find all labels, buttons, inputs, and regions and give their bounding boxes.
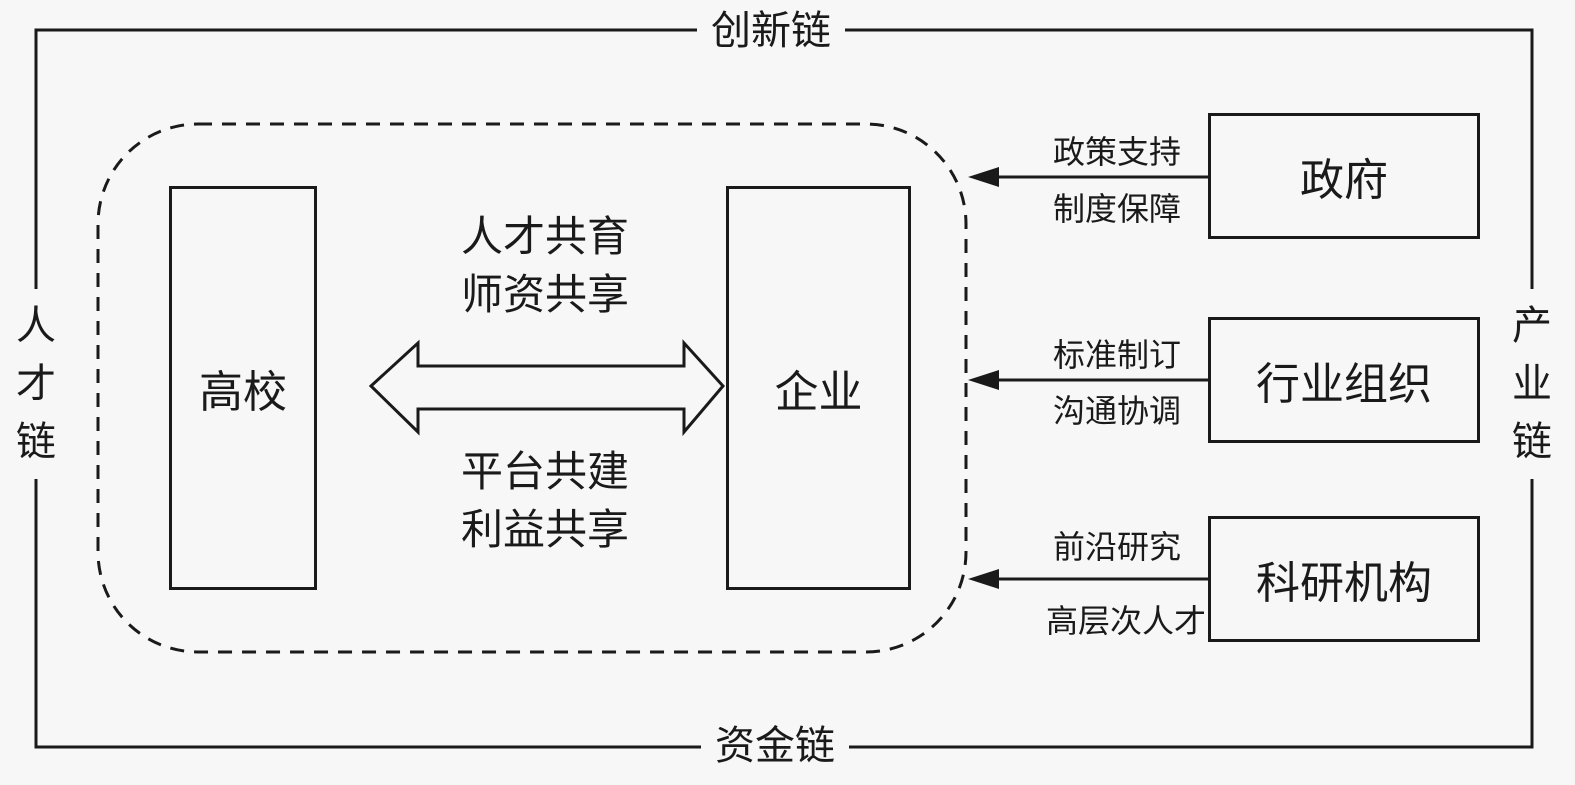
arrowhead-gov (968, 167, 999, 187)
enterprise-box: 企业 (726, 186, 911, 590)
gov-arrow-label-bottom: 制度保障 (1052, 190, 1181, 228)
industry-org-label: 行业组织 (1256, 359, 1432, 410)
research-arrow-label-top: 前沿研究 (1052, 528, 1181, 566)
industry-arrow-label-bottom: 沟通协调 (1052, 392, 1181, 430)
research-institute-label: 科研机构 (1256, 558, 1432, 609)
cooperation-item: 人才共育 (460, 212, 630, 261)
university-label: 高校 (199, 367, 287, 418)
double-arrow (368, 339, 725, 437)
industry-arrow-label-top: 标准制订 (1052, 336, 1181, 374)
lower-cooperation-text: 平台共建 利益共享 (461, 443, 629, 559)
industry-org-box: 行业组织 (1208, 317, 1480, 443)
government-box: 政府 (1208, 113, 1480, 239)
research-arrow-label-bottom: 高层次人才 (1045, 602, 1206, 640)
cooperation-item: 师资共享 (460, 270, 630, 319)
chain-label-capital: 资金链 (701, 726, 849, 766)
arrowhead-research (968, 569, 999, 589)
arrowhead-industry (968, 370, 999, 390)
government-label: 政府 (1300, 155, 1388, 206)
gov-arrow-label-top: 政策支持 (1052, 133, 1181, 171)
upper-cooperation-text: 人才共育 师资共享 (461, 208, 629, 324)
enterprise-label: 企业 (774, 367, 863, 418)
research-institute-box: 科研机构 (1208, 516, 1480, 642)
core-region-dashed (96, 122, 968, 654)
chain-label-innovation: 创新链 (697, 11, 845, 51)
cooperation-item: 平台共建 (460, 447, 630, 496)
chain-label-industry: 产业链 (1510, 289, 1554, 479)
chain-label-talent: 人才链 (14, 289, 58, 479)
cooperation-item: 利益共享 (460, 505, 630, 554)
university-box: 高校 (169, 186, 317, 590)
